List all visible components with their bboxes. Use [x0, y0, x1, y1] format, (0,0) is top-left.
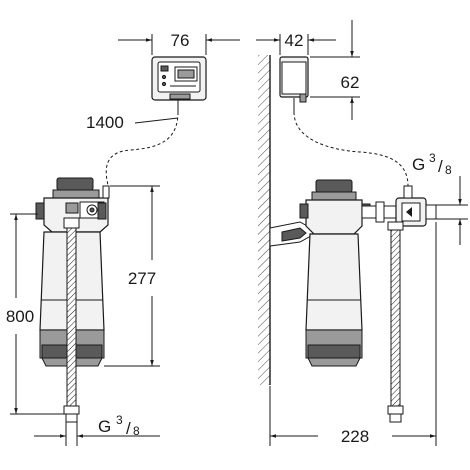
filter-unit-right — [299, 179, 371, 367]
thread-g-bottom: G — [98, 417, 111, 436]
total-depth-label: 228 — [341, 427, 369, 446]
filter-unit-left — [35, 177, 110, 367]
width-dimension: 76 — [118, 31, 240, 55]
sensor-cable — [105, 111, 179, 186]
thread-den-bottom: 8 — [133, 424, 140, 438]
flex-hose-right — [387, 221, 404, 423]
filter-height-dimension: 277 — [104, 185, 160, 367]
display-height-label: 62 — [341, 73, 360, 92]
filter-height-label: 277 — [128, 269, 156, 288]
display-height-dimension: 62 — [310, 20, 360, 120]
svg-text:/: / — [126, 419, 131, 438]
display-unit-side — [279, 56, 309, 112]
depth-label: 42 — [285, 31, 304, 50]
mount-height-label: 800 — [6, 307, 34, 326]
valve-assembly — [361, 185, 437, 227]
width-label: 76 — [171, 31, 190, 50]
sensor-cable-right — [293, 111, 409, 187]
thread-callout-bottom: G 3 / 8 — [34, 413, 160, 446]
flex-hose-left — [63, 217, 80, 423]
thread-callout-right: G 3 / 8 — [412, 151, 468, 245]
mount-height-dimension: 800 — [6, 213, 64, 415]
thread-num-bottom: 3 — [116, 413, 123, 427]
total-depth-dimension: 228 — [269, 222, 437, 446]
wall-section — [258, 55, 271, 385]
thread-g-right: G — [412, 155, 425, 174]
thread-den-right: 8 — [445, 163, 452, 177]
svg-text:/: / — [438, 157, 443, 176]
depth-dimension: 42 — [256, 31, 336, 55]
display-unit-front — [151, 56, 207, 112]
cable-length-label: 1400 — [86, 113, 124, 132]
thread-num-right: 3 — [429, 151, 436, 165]
